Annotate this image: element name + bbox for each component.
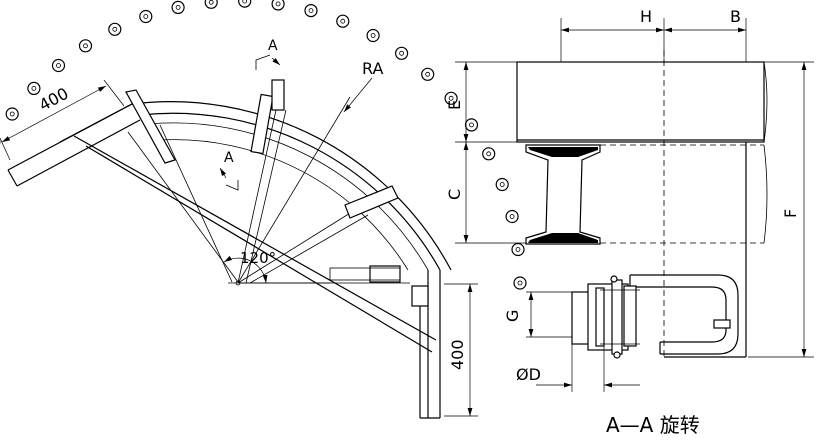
roller [336, 14, 350, 28]
angle-dimension: 120° [223, 249, 276, 284]
roller [464, 118, 479, 132]
roller [482, 147, 496, 161]
roller-axle [499, 182, 505, 187]
curve-plan-view: 120° RA A A 400 400 [0, 0, 527, 419]
radius-label: RA [362, 59, 383, 78]
dim-g-label: G [503, 310, 522, 322]
dim-400-upper-label: 400 [36, 84, 72, 115]
radius-callout: RA [343, 59, 383, 113]
roller [421, 67, 435, 81]
roller-axle [275, 1, 281, 7]
upper-straight-rail [7, 103, 141, 187]
angle-label: 120° [240, 249, 276, 267]
roller [505, 209, 519, 224]
dim-e-label: E [445, 100, 464, 110]
roller-axle [509, 214, 515, 219]
roller [366, 28, 380, 43]
roller-axle [340, 18, 346, 24]
roller [395, 46, 409, 60]
roller [511, 242, 525, 257]
dim-c-label: C [445, 189, 464, 200]
roller-axle [175, 5, 181, 10]
mounting-brackets [125, 79, 429, 307]
roller-axle [370, 33, 376, 38]
roller-axle [112, 26, 118, 32]
dim-400-upper: 400 [0, 79, 125, 161]
section-letter-lower: A [224, 150, 234, 166]
roller [495, 177, 509, 192]
roller-axle [448, 95, 454, 101]
roller [27, 81, 41, 96]
roller [5, 107, 19, 121]
roller-axle [469, 122, 474, 128]
i-beam [525, 144, 768, 245]
roller [238, 0, 252, 8]
roller-axle [83, 43, 88, 49]
roller-axle [425, 71, 431, 77]
top-channel [516, 50, 768, 360]
dim-e-c: E C [445, 61, 526, 244]
roller [444, 91, 458, 105]
section-a-a-view: H B E C [445, 7, 814, 437]
c-bracket [629, 142, 747, 358]
roller-axle [242, 0, 248, 4]
dim-400-lower: 400 [444, 283, 478, 417]
roller-axle [143, 14, 149, 19]
roller [304, 4, 318, 18]
section-letter-upper: A [268, 38, 278, 54]
roller [271, 0, 285, 11]
dim-d: ØD [516, 344, 640, 392]
roller [139, 9, 153, 24]
roller-axle [56, 63, 61, 68]
roller [51, 58, 66, 73]
roller-axle [515, 247, 521, 252]
dim-h-label: H [640, 7, 652, 26]
roller [171, 0, 185, 15]
roller [108, 22, 122, 36]
roller-axle [399, 50, 405, 56]
support-struts [73, 124, 437, 353]
dim-g: G [503, 291, 572, 338]
roller-axle [486, 151, 492, 157]
dim-b-label: B [730, 7, 741, 26]
section-mark-upper: A [255, 38, 281, 70]
section-mark-lower: A [219, 150, 239, 191]
roller-axle [208, 0, 214, 5]
arc-rails [131, 101, 452, 271]
roller-axle [517, 280, 523, 286]
roller-assembly [571, 275, 640, 359]
roller [78, 39, 93, 53]
roller-axle [308, 8, 314, 14]
section-caption: A—A 旋转 [606, 413, 700, 437]
dim-f: F [748, 61, 814, 358]
dim-f-label: F [781, 209, 800, 218]
dim-d-label: ØD [516, 365, 541, 384]
dim-400-lower-label: 400 [448, 339, 467, 370]
dim-h-b: H B [560, 7, 747, 62]
roller [513, 276, 527, 290]
